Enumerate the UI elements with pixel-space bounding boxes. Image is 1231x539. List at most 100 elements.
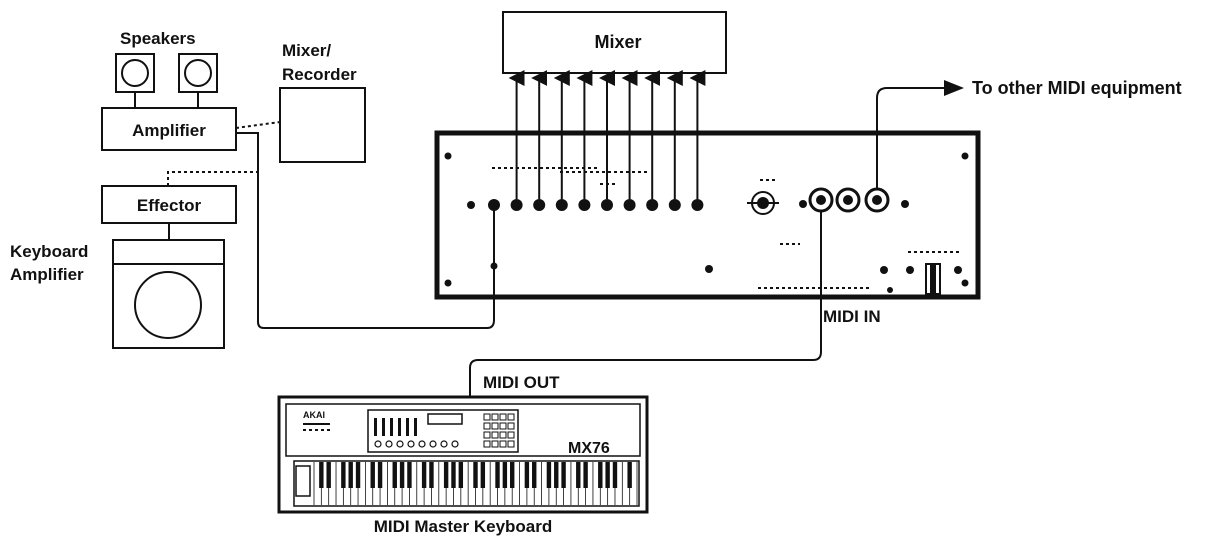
- amp-to-recorder-wire: [235, 121, 281, 129]
- mixer: Mixer: [502, 11, 727, 74]
- speakers-label: Speakers: [120, 29, 196, 48]
- black-key: [502, 462, 508, 488]
- rear-panel: [434, 130, 981, 300]
- keyboard-button: [451, 440, 459, 448]
- keyboard-pad: [483, 440, 491, 448]
- output-jack-3: [533, 199, 546, 211]
- midi-out-label: MIDI OUT: [483, 373, 560, 392]
- black-key: [451, 462, 456, 488]
- keyboard-slider: [406, 418, 409, 436]
- output-jack-6: [601, 199, 613, 211]
- keyboard-button: [418, 440, 426, 448]
- keyboard-keys: [313, 462, 638, 505]
- scsi-connector: [747, 191, 779, 215]
- audio-output-jacks: [488, 199, 704, 211]
- speaker-left: [115, 53, 155, 93]
- black-key: [326, 462, 331, 488]
- keyboard-pad: [491, 431, 499, 439]
- mixer-recorder: Mixer/ Recorder: [279, 41, 366, 163]
- keyboard-pad: [483, 422, 491, 430]
- keyboard-pad: [491, 422, 499, 430]
- black-key: [355, 462, 361, 488]
- midi-thru-wire: [876, 80, 964, 189]
- mixer-recorder-label-1: Mixer/: [282, 41, 331, 60]
- keyboard-slider: [374, 418, 377, 436]
- black-key: [546, 462, 552, 488]
- keyboard-slider: [390, 418, 393, 436]
- black-key: [495, 462, 500, 488]
- keyboard-brand: AKAI: [303, 410, 325, 420]
- black-key: [561, 462, 566, 488]
- black-key: [583, 462, 588, 488]
- black-key: [598, 462, 603, 488]
- keyboard-amp-label-2: Amplifier: [10, 265, 84, 284]
- keyboard-button: [385, 440, 393, 448]
- mixer-wires: [508, 70, 706, 199]
- speakers: Speakers: [115, 29, 218, 108]
- black-key: [458, 462, 464, 488]
- black-key: [473, 462, 478, 488]
- keyboard-pad: [491, 440, 499, 448]
- keyboard-amplifier: Keyboard Amplifier: [10, 239, 225, 349]
- black-key: [605, 462, 610, 488]
- black-key: [392, 462, 397, 488]
- speaker-right: [178, 53, 218, 93]
- black-key: [554, 462, 559, 488]
- effector-to-amp-wire: [167, 171, 258, 186]
- keyboard-model: MX76: [568, 440, 610, 457]
- keyboard-button: [407, 440, 415, 448]
- black-key: [399, 462, 405, 488]
- keyboard-pad: [499, 431, 507, 439]
- black-key: [524, 462, 530, 488]
- effector-label: Effector: [137, 196, 202, 215]
- black-key: [627, 462, 632, 488]
- black-key: [377, 462, 383, 488]
- output-jack-10: [691, 199, 704, 211]
- keyboard-pad: [483, 413, 491, 421]
- output-jack-8: [646, 199, 659, 211]
- output-jack-7: [623, 199, 636, 211]
- midi-keyboard-cable: [469, 211, 822, 397]
- black-key: [612, 462, 618, 488]
- to-other-midi-label: To other MIDI equipment: [972, 78, 1182, 98]
- keyboard-slider: [414, 418, 417, 436]
- effector: Effector: [101, 185, 237, 240]
- keyboard-button: [396, 440, 404, 448]
- black-key: [319, 462, 324, 488]
- black-key: [532, 462, 537, 488]
- black-key: [407, 462, 412, 488]
- midi-master-keyboard-label: MIDI Master Keyboard: [374, 517, 553, 536]
- power-socket: [925, 263, 941, 295]
- black-key: [480, 462, 486, 488]
- black-key: [370, 462, 375, 488]
- output-jack-2: [510, 199, 523, 211]
- keyboard-pad: [483, 431, 491, 439]
- midi-ports: [808, 187, 890, 213]
- keyboard-pad: [507, 413, 515, 421]
- keyboard-pad: [507, 440, 515, 448]
- keyboard-amp-label-1: Keyboard: [10, 242, 88, 261]
- black-key: [510, 462, 515, 488]
- keyboard-slider: [382, 418, 385, 436]
- amplifier-label: Amplifier: [132, 121, 206, 140]
- keyboard-pad: [507, 422, 515, 430]
- output-jack-5: [578, 199, 591, 211]
- keyboard-pad: [507, 431, 515, 439]
- midi-master-keyboard: AKAI MX76: [277, 395, 649, 514]
- keyboard-button: [429, 440, 437, 448]
- black-key: [429, 462, 434, 488]
- midi-in-label: MIDI IN: [823, 307, 881, 326]
- mixer-recorder-label-2: Recorder: [282, 65, 357, 84]
- amplifier: Amplifier: [101, 107, 237, 151]
- keyboard-pad: [491, 413, 499, 421]
- black-key: [341, 462, 346, 488]
- keyboard-button: [374, 440, 382, 448]
- output-jack-9: [668, 199, 681, 211]
- keyboard-controls: [374, 413, 515, 448]
- keyboard-button: [440, 440, 448, 448]
- black-key: [421, 462, 427, 488]
- black-key: [576, 462, 581, 488]
- output-jack-4: [555, 199, 568, 211]
- keyboard-pad: [499, 440, 507, 448]
- mixer-label: Mixer: [594, 32, 641, 52]
